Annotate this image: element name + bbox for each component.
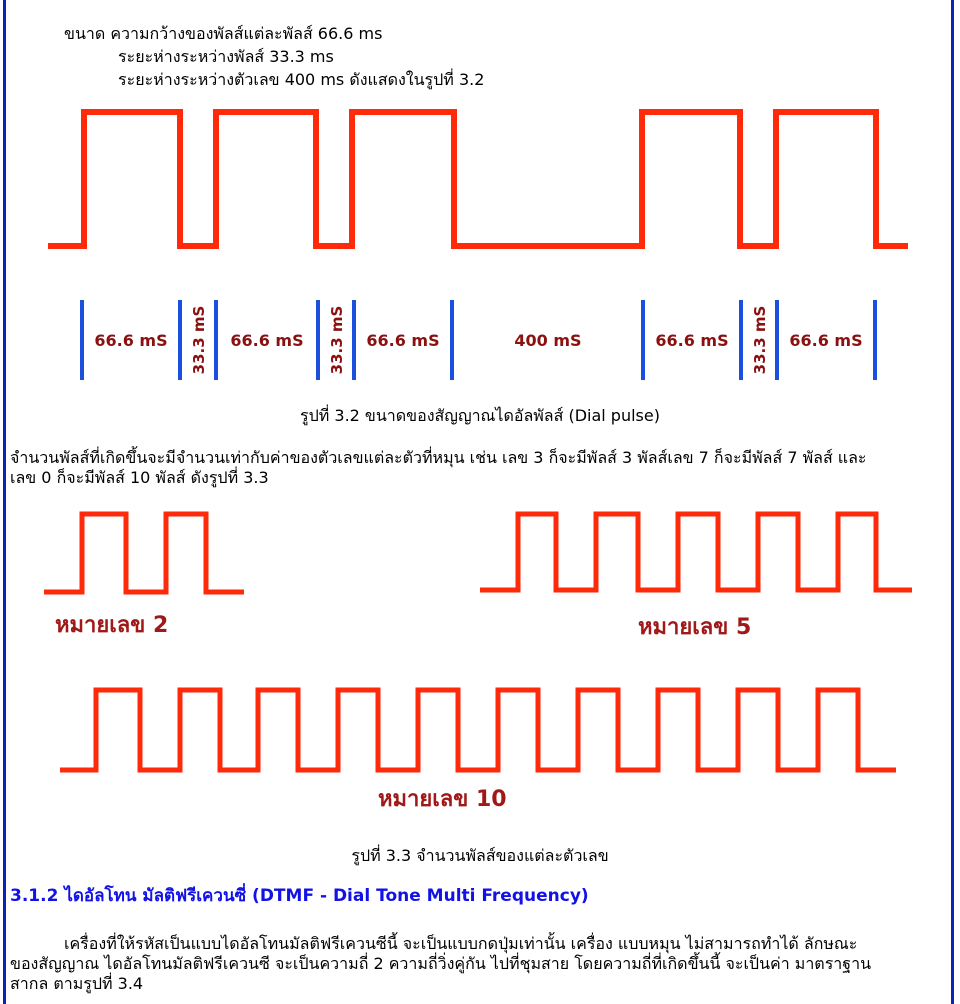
label-pulse-4: 66.6 mS	[655, 331, 728, 350]
label-digit-5: หมายเลข 5	[638, 615, 751, 640]
waveform-digit-5	[480, 511, 912, 593]
page-border-left	[3, 0, 6, 1004]
spec-line-pulse-gap: ระยะห่างระหว่างพัลส์ 33.3 ms	[118, 47, 334, 66]
dial-pulse-waveform	[48, 109, 908, 249]
waveform-digit-2	[44, 511, 244, 595]
label-digit-10: หมายเลข 10	[378, 787, 507, 812]
paragraph-dtmf-line-3: สากล ตามรูปที่ 3.4	[10, 974, 144, 993]
figure-3-3-caption: รูปที่ 3.3 จำนวนพัลส์ของแต่ละตัวเลข	[351, 846, 609, 865]
label-pulse-5: 66.6 mS	[789, 331, 862, 350]
spec-line-pulse-width: ขนาด ความกว้างของพัลส์แต่ละพัลส์ 66.6 ms	[64, 24, 383, 43]
paragraph-dtmf-line-2: ของสัญญาณ ไดอัลโทนมัลติฟรีเควนซี จะเป็นค…	[10, 954, 872, 973]
waveform-digit-10	[60, 687, 896, 773]
label-digit-2: หมายเลข 2	[55, 613, 168, 638]
label-gap-3: 33.3 mS	[751, 306, 769, 375]
label-inter-digit: 400 mS	[514, 331, 581, 350]
label-pulse-3: 66.6 mS	[366, 331, 439, 350]
section-heading-dtmf: 3.1.2 ไดอัลโทน มัลติฟรีเควนซี่ (DTMF - D…	[10, 886, 589, 906]
paragraph-pulse-count-line-2: เลข 0 ก็จะมีพัลส์ 10 พัลส์ ดังรูปที่ 3.3	[10, 468, 269, 487]
label-pulse-2: 66.6 mS	[230, 331, 303, 350]
paragraph-dtmf-line-1: เครื่องที่ให้รหัสเป็นแบบไดอัลโทนมัลติฟรี…	[64, 934, 858, 953]
paragraph-dtmf: เครื่องที่ให้รหัสเป็นแบบไดอัลโทนมัลติฟรี…	[10, 934, 950, 994]
page-border-right	[951, 0, 954, 1004]
label-gap-1: 33.3 mS	[190, 306, 208, 375]
paragraph-pulse-count: จำนวนพัลส์ที่เกิดขึ้นจะมีจำนวนเท่ากับค่า…	[10, 448, 950, 488]
spec-line-digit-gap: ระยะห่างระหว่างตัวเลข 400 ms ดังแสดงในรู…	[118, 70, 485, 89]
paragraph-pulse-count-line-1: จำนวนพัลส์ที่เกิดขึ้นจะมีจำนวนเท่ากับค่า…	[10, 448, 867, 467]
figure-3-2-caption: รูปที่ 3.2 ขนาดของสัญญาณไดอัลพัลส์ (Dial…	[300, 406, 660, 425]
label-gap-2: 33.3 mS	[328, 306, 346, 375]
label-pulse-1: 66.6 mS	[94, 331, 167, 350]
timing-markers	[80, 300, 877, 380]
